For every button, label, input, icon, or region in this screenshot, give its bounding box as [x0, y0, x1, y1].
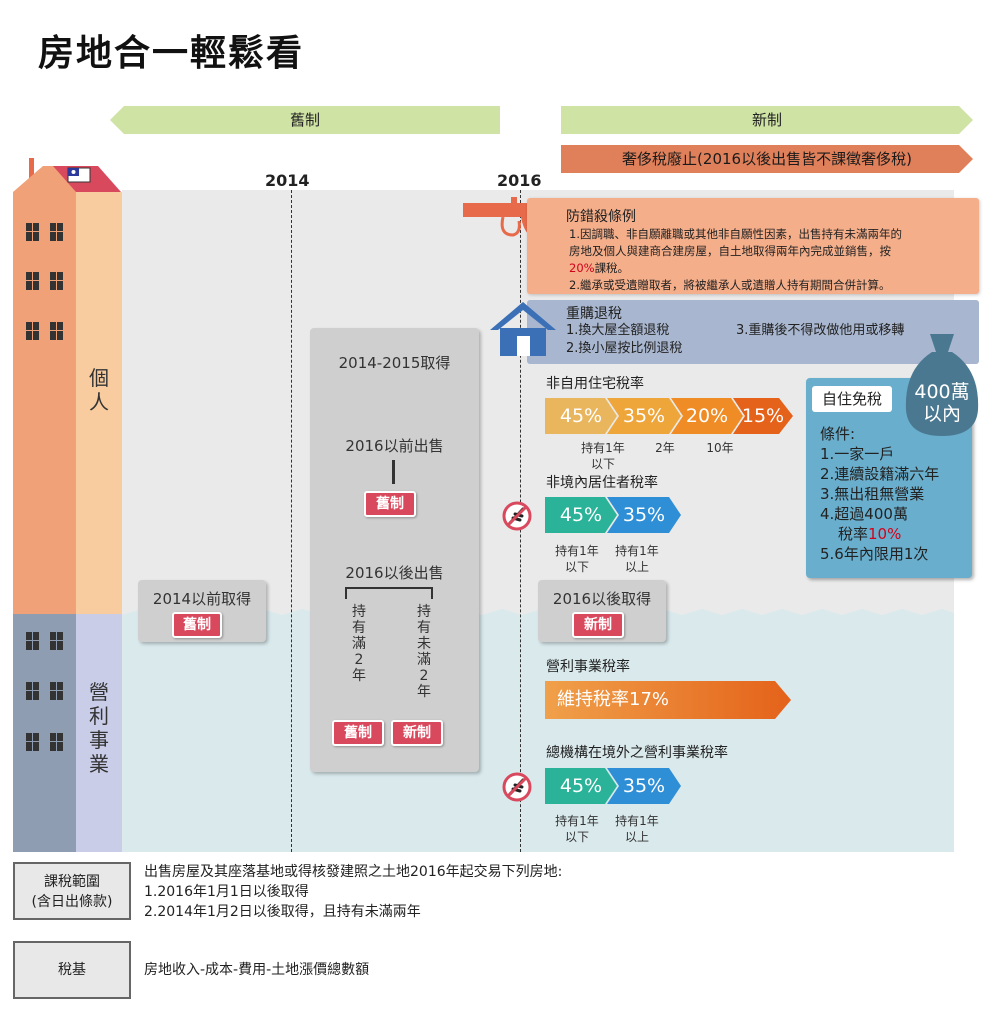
- holding-caption-1: 持有1年 以下: [555, 544, 599, 574]
- sell-after-2016-label: 2016以後出售: [345, 564, 444, 582]
- self-use-badge: 自住免稅: [812, 386, 892, 412]
- house-icon: [490, 302, 556, 356]
- tax-scope-label: 課稅範圍(含日出條款): [13, 862, 131, 920]
- holding-caption-2: 2年: [655, 441, 675, 455]
- holding-caption-2: 持有1年 以上: [615, 544, 659, 574]
- old-system-tag: 舊制: [364, 491, 416, 517]
- no-airplane-icon: [502, 501, 532, 531]
- rate-35: 35%: [607, 768, 681, 804]
- page-title: 房地合一輕鬆看: [38, 33, 305, 74]
- tax-scope-text: 出售房屋及其座落基地或得核發建照之土地2016年起交易下列房地: 1.2016年…: [144, 864, 563, 920]
- business-rate-bar: 維持稅率17%: [545, 681, 791, 719]
- rate-20: 20%: [671, 398, 743, 434]
- year-2014-label: 2014: [265, 171, 310, 190]
- holding-caption-2: 持有1年 以上: [615, 814, 659, 844]
- money-bag-icon: [905, 334, 979, 436]
- acquired-2014-2015-heading: 2014-2015取得: [338, 354, 451, 372]
- new-system-tag: 新制: [572, 612, 624, 638]
- tax-base-label: 稅基: [13, 941, 131, 999]
- building-window: [26, 733, 64, 755]
- rebuy-item-3: 3.重購後不得改做他用或移轉: [736, 323, 905, 338]
- building-window: [26, 272, 64, 294]
- connector-line: [392, 460, 395, 484]
- anti-avoid-panel: [527, 198, 979, 294]
- luxury-tax-abolished-banner: 奢侈稅廢止(2016以後出售皆不課徵奢侈稅): [561, 145, 973, 173]
- building-business-side: [13, 614, 76, 852]
- building-roof: [13, 158, 121, 192]
- non-self-use-rate-bar: 45% 35% 20% 15%: [545, 398, 795, 436]
- rate-45: 45%: [545, 398, 617, 434]
- building-individual-side: [13, 192, 76, 614]
- acquired-2014-2015-box: [310, 328, 479, 772]
- rate-45: 45%: [545, 497, 617, 533]
- old-acquired-label: 2014以前取得: [152, 590, 252, 608]
- overseas-rate-bar: 45% 35%: [545, 768, 685, 806]
- new-acquired-label: 2016以後取得: [552, 590, 652, 608]
- business-region: [122, 615, 954, 852]
- individual-label: 個人: [89, 366, 109, 414]
- rate-35: 35%: [607, 398, 681, 434]
- sell-before-2016-label: 2016以前出售: [345, 437, 444, 455]
- non-resident-rate-bar: 45% 35%: [545, 497, 685, 535]
- rebuy-heading: 重購退稅: [566, 306, 622, 322]
- year-2016-label: 2016: [497, 171, 542, 190]
- rebuy-item-1: 1.換大屋全額退稅: [566, 323, 670, 338]
- old-system-tag: 舊制: [332, 720, 384, 746]
- building-individual-panel: [76, 192, 122, 614]
- anti-avoid-heading: 防錯殺條例: [566, 209, 636, 225]
- building-window: [26, 682, 64, 704]
- building-window: [26, 223, 64, 245]
- rebuy-panel: [527, 300, 979, 364]
- non-resident-heading: 非境內居住者稅率: [546, 475, 658, 491]
- building-window: [26, 322, 64, 344]
- holding-caption-1: 持有1年 以下: [581, 441, 625, 471]
- building-window: [26, 632, 64, 654]
- rate-15: 15%: [733, 398, 793, 434]
- self-use-conditions: 條件: 1.一家一戶 2.連續設籍滿六年 3.無出租無營業 4.超過400萬 稅…: [820, 425, 940, 563]
- self-use-rate: 10%: [868, 525, 902, 543]
- overseas-hq-heading: 總機構在境外之營利事業稅率: [546, 745, 728, 761]
- business-rate-heading: 營利事業稅率: [546, 659, 630, 675]
- rebuy-item-2: 2.換小屋按比例退稅: [566, 341, 683, 356]
- business-label: 營利事業: [89, 680, 109, 776]
- old-system-banner: 舊制: [110, 106, 500, 134]
- new-system-tag: 新制: [391, 720, 443, 746]
- old-system-tag: 舊制: [172, 612, 222, 638]
- building-business-panel: [76, 614, 122, 852]
- rate-35: 35%: [607, 497, 681, 533]
- anti-avoid-rate: 20%: [569, 261, 595, 275]
- rate-45: 45%: [545, 768, 617, 804]
- holding-caption-1: 持有1年 以下: [555, 814, 599, 844]
- non-self-use-heading: 非自用住宅稅率: [546, 376, 644, 392]
- tax-base-text: 房地收入-成本-費用-土地漲價總數額: [144, 962, 370, 978]
- anti-avoid-text: 1.因調職、非自願離職或其他非自願性因素，出售持有未滿兩年的 房地及個人與建商合…: [569, 227, 902, 292]
- holding-caption-3: 10年: [706, 441, 734, 455]
- new-system-banner: 新制: [561, 106, 973, 134]
- no-airplane-icon: [502, 772, 532, 802]
- timeline-2014-line: [291, 190, 292, 852]
- branch-connector: [345, 587, 433, 599]
- money-bag-label: 400萬以內: [914, 381, 970, 425]
